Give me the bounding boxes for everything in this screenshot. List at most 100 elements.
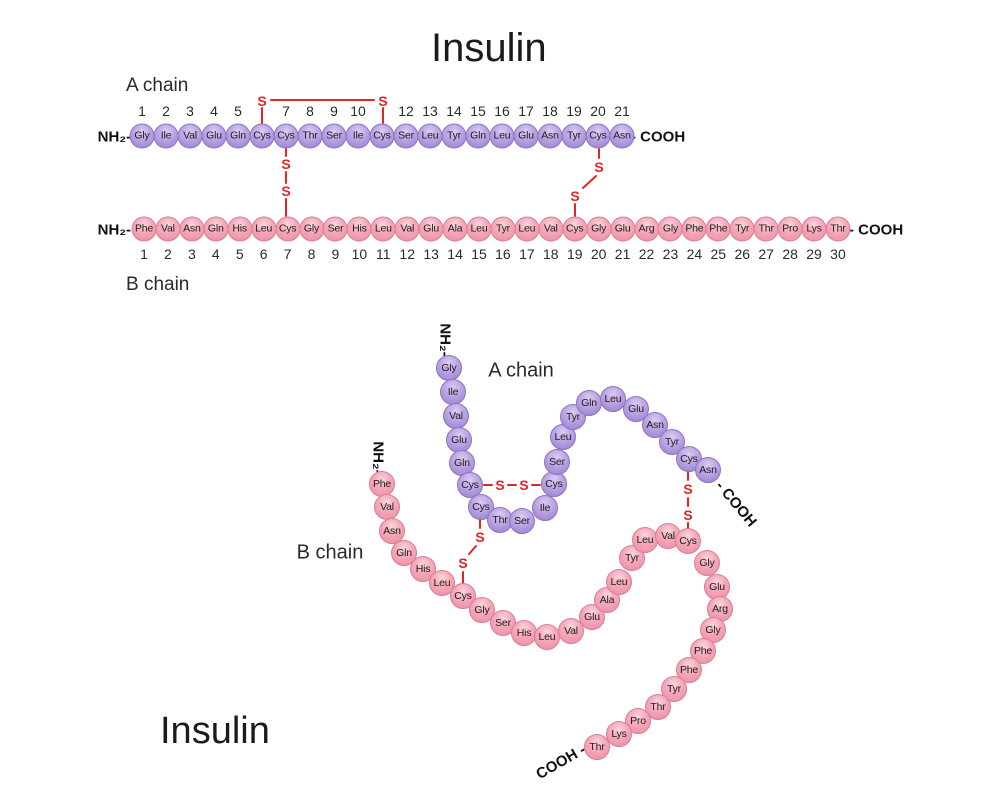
sulfur-label: S [458, 555, 468, 571]
b-residue-19: Cys [562, 216, 588, 242]
b-number-6: 6 [259, 246, 268, 262]
b-residue-14: Ala [442, 216, 468, 242]
sulfur-label: S [257, 93, 267, 109]
a-number-20: 20 [590, 103, 606, 119]
a-number-1: 1 [138, 103, 146, 119]
sulfur-label: S [570, 188, 580, 204]
folded-b-residue-23: Gly [700, 617, 726, 643]
a-number-21: 21 [614, 103, 630, 119]
b-residue-30: Thr [825, 216, 851, 242]
b-number-11: 11 [376, 246, 391, 262]
b-number-25: 25 [710, 246, 727, 262]
b-residue-5: His [227, 216, 253, 242]
a-residue-21: Asn [609, 123, 635, 149]
b-number-29: 29 [806, 246, 822, 262]
a-residue-17: Glu [513, 123, 539, 149]
b-residue-11: Leu [370, 216, 396, 242]
b-number-5: 5 [235, 246, 244, 262]
folded-b-residue-17: Leu [632, 527, 658, 553]
a-number-17: 17 [518, 103, 534, 119]
folded-a-cooh-label: - COOH [712, 477, 760, 531]
b-residue-10: His [346, 216, 372, 242]
b-number-4: 4 [211, 246, 220, 262]
a-residue-20: Cys [585, 123, 611, 149]
a-number-13: 13 [422, 103, 438, 119]
folded-a-residue-5: Gln [449, 450, 475, 476]
b-number-26: 26 [734, 246, 751, 262]
sulfur-label: S [281, 183, 291, 199]
linear-b-chain-label: B chain [126, 274, 190, 295]
folded-b-residue-30: Thr [584, 734, 610, 760]
b-residue-26: Tyr [729, 216, 755, 242]
folded-a-residue-12: Ser [544, 449, 570, 475]
folded-a-residue-11: Cys [541, 471, 567, 497]
linear-a-cooh-label: - COOH [631, 128, 686, 146]
a-number-18: 18 [542, 103, 558, 119]
disulfide-bond-line [582, 175, 597, 189]
b-residue-4: Gln [203, 216, 229, 242]
folded-b-residue-25: Phe [676, 657, 702, 683]
sulfur-label: S [495, 477, 505, 493]
b-number-18: 18 [543, 246, 559, 262]
folded-a-residue-2: Ile [440, 379, 466, 405]
folded-b-residue-1: Phe [369, 471, 395, 497]
a-residue-2: Ile [153, 123, 179, 149]
sulfur-label: S [281, 156, 291, 172]
b-number-19: 19 [566, 246, 583, 262]
a-number-19: 19 [566, 103, 582, 119]
b-number-23: 23 [662, 246, 679, 262]
b-residue-16: Tyr [490, 216, 516, 242]
a-residue-14: Tyr [441, 123, 467, 149]
a-number-9: 9 [330, 103, 338, 119]
folded-b-residue-20: Gly [694, 550, 720, 576]
a-residue-9: Ser [321, 123, 347, 149]
folded-a-residue-4: Glu [446, 427, 472, 453]
folded-b-residue-3: Asn [379, 518, 405, 544]
folded-b-residue-15: Leu [606, 569, 632, 595]
a-residue-10: Ile [345, 123, 371, 149]
folded-a-residue-6: Cys [457, 472, 483, 498]
sulfur-label: S [519, 477, 529, 493]
b-residue-21: Glu [610, 216, 636, 242]
b-residue-9: Ser [322, 216, 348, 242]
a-number-4: 4 [210, 103, 218, 119]
a-residue-5: Gln [225, 123, 251, 149]
disulfide-bond-line [468, 545, 477, 555]
folded-a-residue-15: Gln [576, 390, 602, 416]
linear-a-nh2-label: NH₂- [97, 128, 131, 146]
folded-b-residue-22: Arg [707, 596, 733, 622]
b-number-9: 9 [331, 246, 340, 262]
b-number-12: 12 [399, 246, 416, 262]
b-number-14: 14 [447, 246, 463, 262]
folded-b-residue-24: Phe [690, 638, 716, 664]
b-residue-17: Leu [514, 216, 540, 242]
folded-a-residue-16: Leu [600, 386, 626, 412]
b-number-22: 22 [638, 246, 655, 262]
b-residue-20: Gly [586, 216, 612, 242]
b-residue-23: Gly [657, 216, 683, 242]
b-residue-12: Val [394, 216, 420, 242]
a-residue-3: Val [177, 123, 203, 149]
b-residue-25: Phe [705, 216, 731, 242]
a-residue-7: Cys [273, 123, 299, 149]
b-residue-29: Lys [801, 216, 827, 242]
b-residue-15: Leu [466, 216, 492, 242]
a-residue-12: Ser [393, 123, 419, 149]
a-residue-1: Gly [129, 123, 155, 149]
a-residue-11: Cys [369, 123, 395, 149]
b-number-21: 21 [614, 246, 631, 262]
b-residue-18: Val [538, 216, 564, 242]
a-residue-18: Asn [537, 123, 563, 149]
b-residue-28: Pro [777, 216, 803, 242]
linear-b-nh2-label: NH₂- [97, 221, 131, 239]
b-number-7: 7 [283, 246, 292, 262]
folded-b-chain-label: B chain [296, 541, 364, 564]
b-residue-6: Leu [251, 216, 277, 242]
a-residue-16: Leu [489, 123, 515, 149]
sulfur-label: S [475, 529, 485, 545]
b-number-17: 17 [519, 246, 535, 262]
b-number-10: 10 [351, 246, 368, 262]
folded-b-residue-21: Glu [704, 574, 730, 600]
b-residue-8: Gly [299, 216, 324, 242]
